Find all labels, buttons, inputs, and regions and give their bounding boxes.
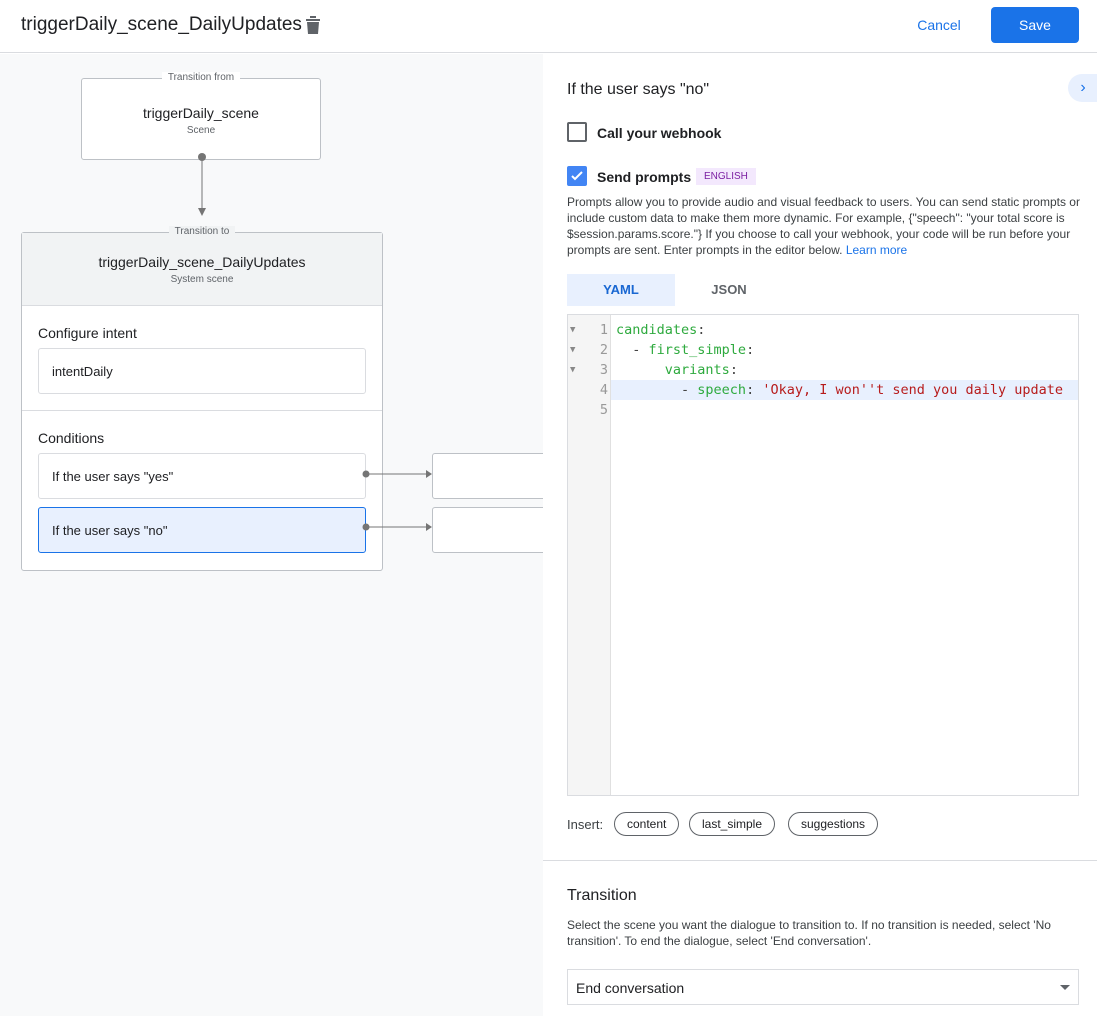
- transition-select[interactable]: End conversation: [567, 969, 1079, 1005]
- condition-no[interactable]: If the user says "no": [38, 507, 366, 553]
- transition-heading: Transition: [567, 887, 637, 904]
- trash-icon[interactable]: [305, 15, 321, 35]
- line-number: 3: [599, 362, 608, 378]
- connector-arrow: [198, 153, 206, 216]
- code-key: speech: [697, 382, 747, 398]
- transition-from-node[interactable]: Transition from triggerDaily_scene Scene: [81, 72, 321, 160]
- configure-intent-heading: Configure intent: [38, 325, 137, 341]
- page-title: triggerDaily_scene_DailyUpdates: [21, 14, 302, 35]
- chevron-right-icon[interactable]: ›: [1068, 74, 1097, 102]
- prompts-label: Send prompts: [597, 169, 692, 185]
- code-key: first_simple: [648, 342, 747, 358]
- line-number: 4: [599, 382, 608, 398]
- transition-to-label: Transition to: [168, 226, 236, 237]
- webhook-label: Call your webhook: [597, 125, 722, 141]
- code-key: candidates: [616, 322, 698, 338]
- transition-description: Select the scene you want the dialogue t…: [567, 918, 1051, 948]
- description-text: Prompts allow you to provide audio and v…: [567, 195, 1080, 257]
- target-node-yes[interactable]: [432, 453, 543, 499]
- scene-type: System scene: [170, 274, 234, 285]
- prompts-description: Prompts allow you to provide audio and v…: [567, 194, 1082, 258]
- flow-canvas: Transition from triggerDaily_scene Scene…: [0, 54, 543, 1016]
- line-number: 5: [599, 402, 608, 418]
- condition-yes[interactable]: If the user says "yes": [38, 453, 366, 499]
- save-button[interactable]: Save: [991, 7, 1079, 43]
- code-string: 'Okay, I won''t send you daily update: [762, 382, 1064, 398]
- dropdown-arrow-icon: [1060, 985, 1070, 995]
- target-node-no[interactable]: [432, 507, 543, 553]
- line-number: 2: [599, 342, 608, 358]
- insert-last-simple-chip[interactable]: last_simple: [689, 812, 776, 836]
- cancel-button[interactable]: Cancel: [905, 8, 973, 42]
- format-tabs: YAML JSON: [567, 274, 783, 306]
- condition-connectors: [362, 470, 432, 531]
- learn-more-link[interactable]: Learn more: [845, 243, 908, 257]
- transition-from-label: Transition from: [161, 72, 241, 83]
- scene-name: triggerDaily_scene: [143, 105, 259, 121]
- transition-selected: End conversation: [576, 980, 685, 996]
- scene-name: triggerDaily_scene_DailyUpdates: [98, 254, 306, 270]
- conditions-heading: Conditions: [38, 430, 105, 446]
- tab-yaml[interactable]: YAML: [567, 274, 675, 306]
- scene-type: Scene: [186, 125, 216, 136]
- webhook-checkbox[interactable]: [567, 122, 587, 142]
- code-key: variants: [664, 362, 730, 378]
- language-badge: ENGLISH: [696, 168, 756, 185]
- detail-panel: › If the user says "no" Call your webhoo…: [543, 54, 1097, 1016]
- line-number: 1: [599, 322, 608, 338]
- insert-suggestions-chip[interactable]: suggestions: [788, 812, 879, 836]
- insert-content-chip[interactable]: content: [614, 812, 680, 836]
- panel-heading: If the user says "no": [567, 81, 710, 98]
- intent-box[interactable]: intentDaily: [38, 348, 366, 394]
- transition-to-node: Transition to triggerDaily_scene_DailyUp…: [21, 226, 383, 571]
- check-icon: [571, 171, 583, 181]
- tab-json[interactable]: JSON: [711, 282, 747, 297]
- insert-label: Insert:: [567, 817, 604, 832]
- prompts-checkbox[interactable]: [567, 166, 587, 186]
- top-bar: triggerDaily_scene_DailyUpdates Cancel S…: [0, 0, 1097, 53]
